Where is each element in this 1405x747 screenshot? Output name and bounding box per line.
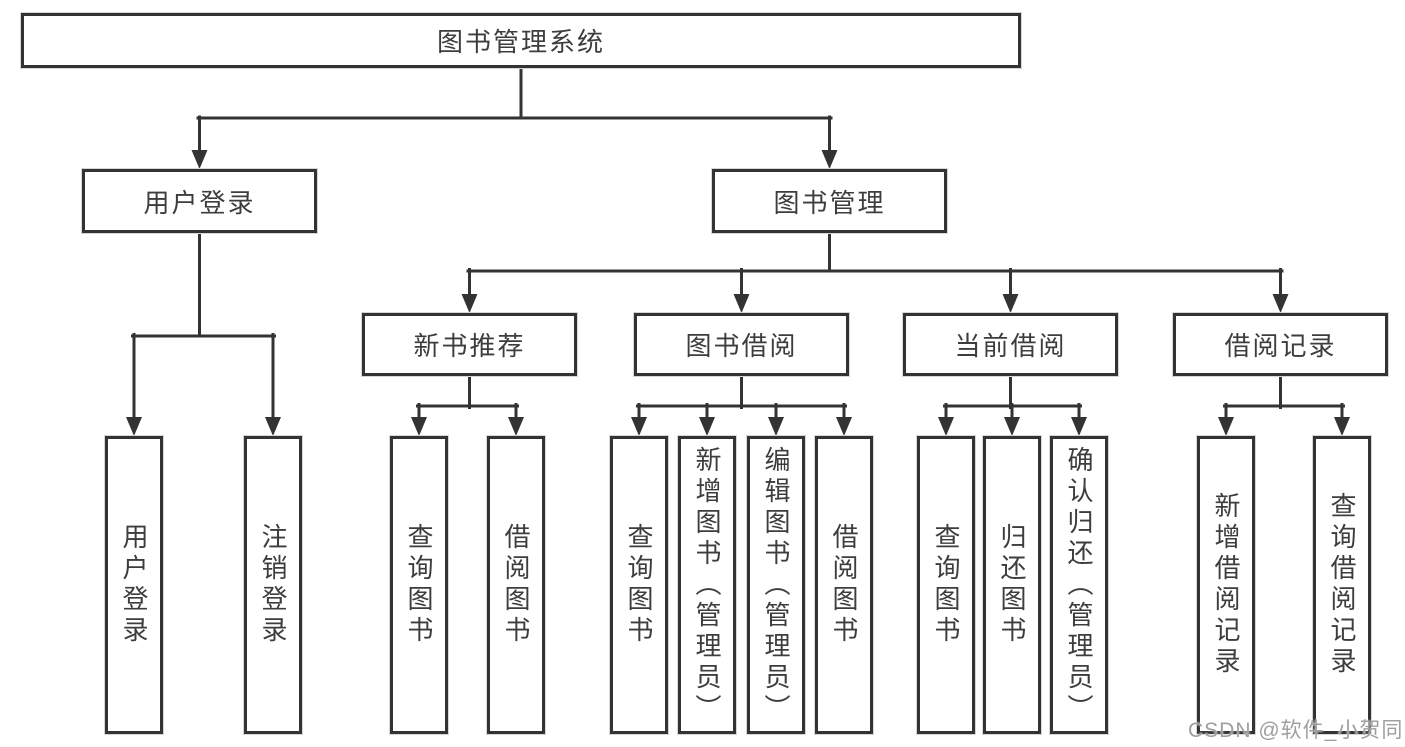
connector-new-book-children	[411, 372, 524, 436]
csdn-watermark: CSDN @软件_小贺同学	[1188, 719, 1404, 742]
connector-current-borrowing-children	[938, 372, 1087, 436]
node-add-borrow-record: 新增借阅记录	[1197, 436, 1255, 734]
connector-book-borrowing-children	[631, 372, 852, 436]
node-logout: 注销登录	[244, 436, 302, 734]
node-borrowing-records: 借阅记录	[1173, 313, 1388, 376]
node-query-borrow-record: 查询借阅记录	[1313, 436, 1371, 734]
connector-book-management-children	[461, 229, 1289, 313]
node-confirm-return-admin: 确认归还（管理员）	[1050, 436, 1108, 734]
node-current-borrowing: 当前借阅	[903, 313, 1118, 376]
node-return-book: 归还图书	[983, 436, 1041, 734]
node-book-management: 图书管理	[712, 169, 947, 233]
connector-root-to-level2	[191, 64, 838, 169]
node-new-book-recommend: 新书推荐	[362, 313, 577, 376]
connector-user-login-children	[126, 229, 281, 436]
node-edit-book-admin: 编辑图书（管理员）	[747, 436, 805, 734]
connector-borrowing-records-children	[1218, 372, 1350, 436]
node-query-books-3: 查询图书	[917, 436, 975, 734]
node-book-borrowing: 图书借阅	[634, 313, 849, 376]
node-library-management-system: 图书管理系统	[21, 13, 1021, 68]
node-query-books-2: 查询图书	[610, 436, 668, 734]
node-user-login-leaf: 用户登录	[105, 436, 163, 734]
node-borrow-books-2: 借阅图书	[815, 436, 873, 734]
node-query-books-1: 查询图书	[390, 436, 448, 734]
node-borrow-books-1: 借阅图书	[487, 436, 545, 734]
node-user-login: 用户登录	[82, 169, 317, 233]
node-add-book-admin: 新增图书（管理员）	[678, 436, 736, 734]
